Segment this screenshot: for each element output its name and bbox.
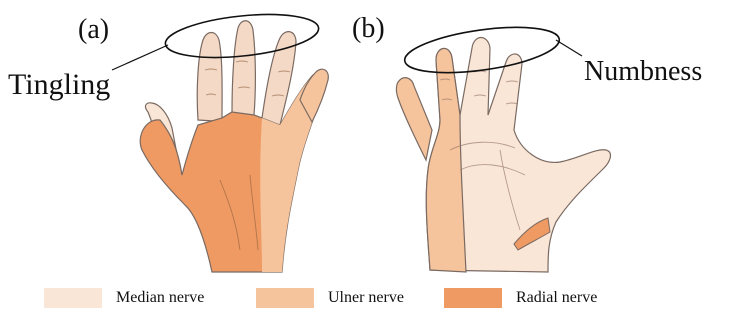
hand-b-ulnar-region <box>426 48 466 272</box>
legend-swatch-radial <box>444 288 502 308</box>
hand-b <box>397 38 611 273</box>
tingling-leader-line <box>112 45 168 70</box>
legend-label-ulner: Ulner nerve <box>328 289 404 307</box>
panel-b-tag: (b) <box>352 13 385 44</box>
tingling-label: Tingling <box>8 68 110 101</box>
legend-label-radial: Radial nerve <box>516 289 597 307</box>
hand-a-fingers <box>197 21 296 125</box>
legend-label-median: Median nerve <box>116 289 204 307</box>
panel-a-tag: (a) <box>78 14 109 45</box>
numbness-label: Numbness <box>584 56 702 87</box>
legend-swatch-ulner <box>256 288 314 308</box>
legend-swatch-median <box>44 288 102 308</box>
hand-b-little-finger <box>397 78 433 160</box>
hand-a <box>140 21 328 272</box>
legend: Median nerve Ulner nerve Radial nerve <box>0 286 733 316</box>
numbness-leader-line <box>556 40 582 56</box>
hand-illustration: (a) (b) Tingling Numbness <box>0 0 733 285</box>
